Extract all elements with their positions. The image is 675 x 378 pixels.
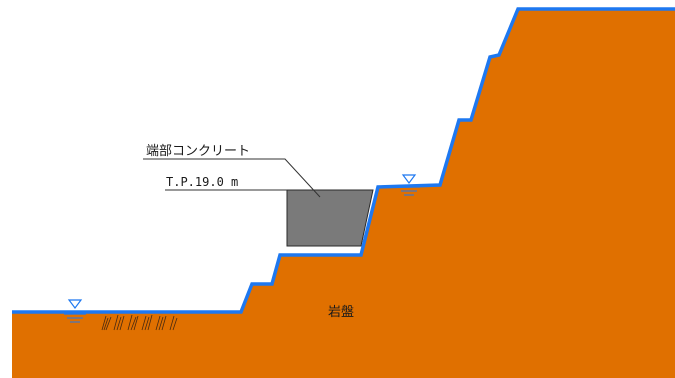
label-end-concrete: 端部コンクリート — [146, 144, 250, 159]
end-concrete-block — [286, 189, 374, 247]
grass-hatch-icon — [101, 314, 178, 331]
leader-line-concrete — [143, 158, 321, 198]
ground-surface-line — [12, 7, 675, 314]
water-level-icon — [64, 299, 86, 323]
bedrock-body — [12, 9, 675, 378]
water-level-icon — [398, 174, 420, 196]
label-bedrock: 岩盤 — [328, 305, 354, 320]
label-tp-level: T.P.19.0 m — [166, 175, 238, 189]
